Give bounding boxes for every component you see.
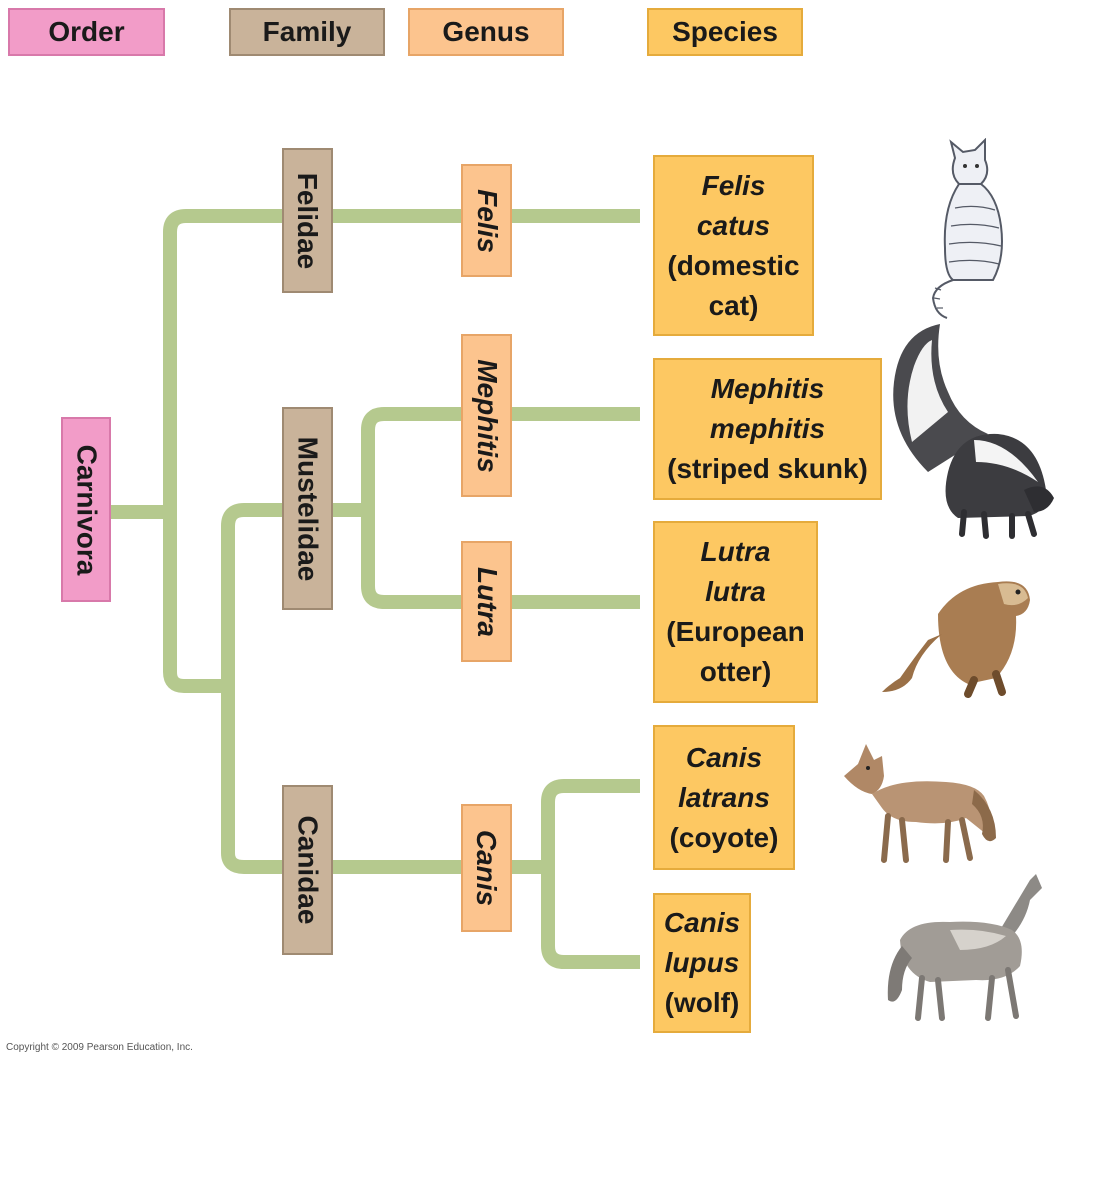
branch-mephitis: [361, 407, 640, 510]
order-label: Carnivora: [71, 444, 102, 575]
family-mustelidae: Mustelidae: [282, 407, 333, 610]
cat-illustration: [931, 138, 1003, 319]
species-common-name: otter): [699, 656, 772, 687]
species-genus: Canis: [663, 907, 741, 938]
species-common-name: (striped skunk): [667, 453, 868, 484]
species-canis-lupus: Canis lupus (wolf): [653, 893, 751, 1033]
genus-lutra: Lutra: [461, 541, 512, 662]
species-epithet: catus: [696, 209, 771, 241]
species-lutra-lutra: Lutra lutra (European otter): [653, 521, 818, 703]
family-label: Felidae: [292, 172, 324, 269]
species-canis-latrans: Canis latrans (coyote): [653, 725, 795, 870]
species-felis-catus: Felis catus (domestic cat): [653, 155, 814, 336]
genus-mephitis: Mephitis: [461, 334, 512, 497]
skunk-illustration: [893, 324, 1054, 539]
legend-species: Species: [647, 8, 803, 56]
species-epithet: latrans: [678, 781, 770, 813]
order-carnivora: Carnivora: [61, 417, 111, 602]
copyright-notice: Copyright © 2009 Pearson Education, Inc.: [6, 1042, 193, 1053]
genus-label: Lutra: [471, 566, 503, 637]
legend-order: Order: [8, 8, 165, 56]
branch-mustelidae: [221, 503, 368, 686]
branch-canidae: [221, 686, 548, 874]
species-genus: Mephitis: [710, 373, 825, 404]
species-common-name: (coyote): [669, 821, 779, 853]
species-genus: Felis: [701, 169, 766, 201]
family-canidae: Canidae: [282, 785, 333, 955]
branch-wolf: [541, 867, 640, 969]
branch-lutra: [361, 510, 640, 609]
branch-lower: [163, 512, 228, 693]
family-label: Mustelidae: [292, 436, 324, 581]
species-epithet: mephitis: [709, 413, 826, 444]
species-common-name: (wolf): [664, 987, 740, 1018]
wolf-illustration: [887, 874, 1042, 1021]
genus-label: Canis: [471, 829, 503, 907]
species-epithet: lutra: [705, 576, 766, 607]
coyote-illustration: [844, 744, 996, 863]
family-felidae: Felidae: [282, 148, 333, 293]
species-common-name: (domestic: [667, 249, 800, 281]
branch-felidae: [163, 209, 640, 512]
species-common-name: (European: [666, 616, 805, 647]
species-common-name: cat): [708, 289, 759, 321]
species-epithet: lupus: [664, 947, 740, 978]
species-mephitis-mephitis: Mephitis mephitis (striped skunk): [653, 358, 882, 500]
legend-genus: Genus: [408, 8, 564, 56]
species-genus: Lutra: [700, 536, 771, 567]
otter-illustration: [882, 581, 1030, 698]
genus-label: Felis: [471, 188, 503, 253]
genus-label: Mephitis: [471, 358, 503, 473]
branch-coyote: [541, 779, 640, 867]
genus-canis: Canis: [461, 804, 512, 932]
legend-family: Family: [229, 8, 385, 56]
species-genus: Canis: [685, 741, 763, 773]
family-label: Canidae: [292, 815, 324, 925]
genus-felis: Felis: [461, 164, 512, 277]
